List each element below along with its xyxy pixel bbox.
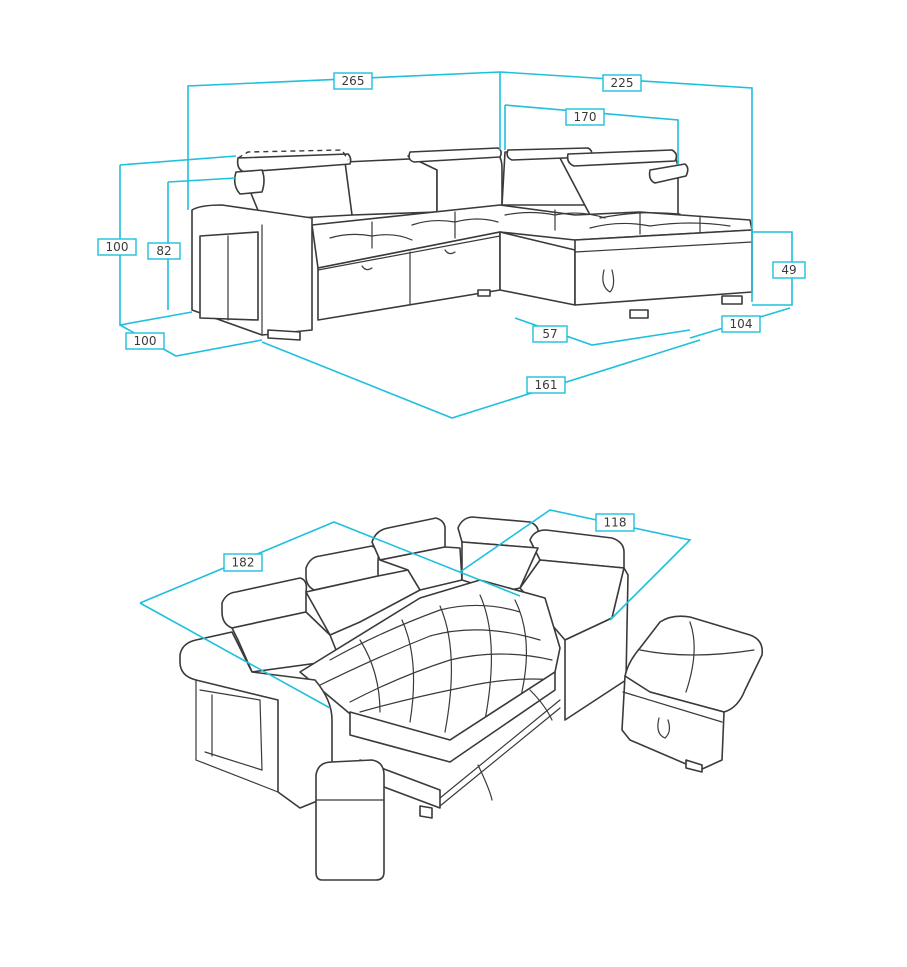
- dim-label-headrest-height: 82: [147, 242, 181, 260]
- dim-label-bed-length: 182: [223, 553, 263, 572]
- dim-label-bed-width: 118: [595, 513, 635, 532]
- svg-text:170: 170: [574, 110, 597, 124]
- dim-label-back-height: 100: [97, 238, 137, 256]
- svg-text:100: 100: [134, 334, 157, 348]
- dim-label-seat-height: 49: [772, 261, 806, 279]
- dim-label-depth: 100: [125, 332, 165, 350]
- dim-label-seat-depth: 57: [532, 325, 568, 343]
- dim-label-total-length: 265: [333, 72, 373, 90]
- sectional-sofa-drawing: [191, 147, 753, 341]
- svg-text:49: 49: [781, 263, 796, 277]
- svg-text:100: 100: [106, 240, 129, 254]
- svg-text:82: 82: [156, 244, 171, 258]
- dim-label-corner-seat: 170: [565, 108, 605, 126]
- dim-label-chaise-length: 161: [526, 376, 566, 394]
- dim-label-chaise-width: 104: [721, 315, 761, 333]
- svg-text:118: 118: [604, 516, 627, 530]
- svg-text:57: 57: [542, 327, 557, 341]
- dim-label-chaise-depth: 225: [602, 74, 642, 92]
- top-dimension-lines: [119, 71, 793, 419]
- sofa-bed-drawing: [179, 516, 764, 881]
- svg-text:104: 104: [730, 317, 753, 331]
- svg-text:182: 182: [232, 556, 255, 570]
- svg-text:225: 225: [611, 76, 634, 90]
- raised-headrest-outline: [237, 149, 349, 161]
- svg-text:265: 265: [342, 74, 365, 88]
- svg-text:161: 161: [535, 378, 558, 392]
